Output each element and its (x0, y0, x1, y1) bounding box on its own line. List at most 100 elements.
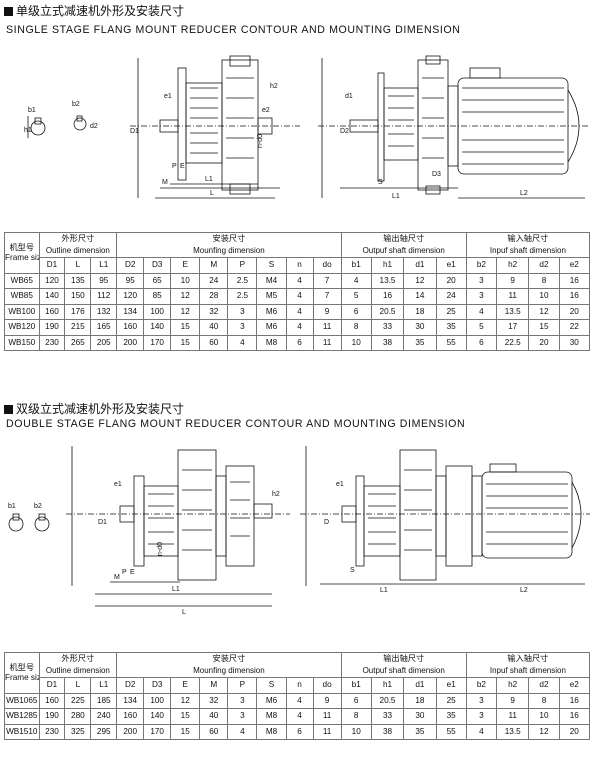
table-cell: 6 (465, 334, 498, 351)
svg-text:L1: L1 (172, 586, 180, 593)
table-cell: 9 (312, 692, 342, 709)
column-header-d1: d1 (403, 257, 437, 274)
svg-text:b1: b1 (8, 503, 16, 510)
column-header-l1: L1 (90, 257, 118, 274)
table-cell: 6 (340, 692, 372, 709)
frame-size-header-cn: 机型号 (9, 242, 35, 252)
column-header-d2: d2 (528, 257, 560, 274)
svg-text:e1: e1 (336, 481, 344, 488)
svg-text:n-d0: n-d0 (157, 542, 164, 556)
group-outline-en: Outline dimension (38, 665, 118, 678)
double-section-title: 双级立式减速机外形及安装尺寸 (4, 400, 184, 417)
table-cell: 3 (465, 708, 498, 725)
model-cell: WB85 (4, 288, 40, 305)
column-header-l: L (64, 677, 92, 694)
table-cell: 33 (370, 319, 405, 336)
svg-text:h2: h2 (270, 83, 278, 90)
table-cell: 134 (116, 692, 145, 709)
column-header-d2: D2 (116, 677, 145, 694)
table-cell: 100 (143, 303, 172, 320)
table-cell: 10 (340, 334, 372, 351)
table-cell: 32 (199, 303, 229, 320)
group-input-cn: 输入轴尺寸 (465, 652, 591, 665)
single-stage-drawing: b1 h1 b2 d2 D1 e1 M P E L1 L n-d0 h2 e2 (24, 55, 590, 200)
table-cell: 20.5 (370, 303, 405, 320)
column-header-e: E (170, 257, 201, 274)
table-cell: 5 (465, 319, 498, 336)
input-shaft-section: b2 (34, 503, 50, 532)
table-cell: 160 (38, 303, 66, 320)
column-header-d2: D2 (116, 257, 145, 274)
svg-text:L2: L2 (520, 190, 528, 197)
table-cell: 200 (116, 334, 145, 351)
table-cell: 12 (403, 272, 437, 289)
group-mounting-cn: 安装尺寸 (116, 652, 342, 665)
table-cell: 12 (528, 723, 560, 740)
single-section-subtitle: SINGLE STAGE FLANG MOUNT REDUCER CONTOUR… (6, 24, 461, 36)
table-cell: 18 (403, 692, 437, 709)
table-cell: 3 (227, 692, 258, 709)
table-cell: M8 (256, 723, 287, 740)
column-header-e: E (170, 677, 201, 694)
svg-text:L1: L1 (392, 193, 400, 200)
svg-text:n-d0: n-d0 (257, 134, 264, 148)
table-cell: 11 (312, 708, 342, 725)
column-header-b1: b1 (340, 677, 372, 694)
svg-text:d2: d2 (90, 123, 98, 130)
table-cell: 10 (528, 708, 560, 725)
output-shaft-section: b1 h1 (24, 107, 46, 138)
svg-text:L: L (182, 609, 186, 616)
table-cell: 225 (64, 692, 92, 709)
table-cell: 7 (312, 272, 342, 289)
svg-text:L1: L1 (380, 587, 388, 594)
column-header-d3: D3 (143, 677, 172, 694)
column-header-d1: d1 (403, 677, 437, 694)
table-cell: 3 (227, 319, 258, 336)
column-header-do: do (312, 257, 342, 274)
table-cell: 3 (227, 303, 258, 320)
table-cell: 8 (340, 708, 372, 725)
table-cell: 20 (558, 303, 591, 320)
column-header-l: L (64, 257, 92, 274)
table-cell: 55 (435, 334, 467, 351)
table-cell: 160 (38, 692, 66, 709)
svg-text:E: E (130, 569, 135, 576)
svg-text:M: M (114, 574, 120, 581)
table-cell: 265 (64, 334, 92, 351)
table-cell: 132 (90, 303, 118, 320)
column-header-e1: e1 (435, 677, 467, 694)
table-cell: 8 (528, 692, 560, 709)
table-cell: 5 (340, 288, 372, 305)
table-cell: 25 (435, 692, 467, 709)
svg-text:L1: L1 (205, 176, 213, 183)
double-title-text: 双级立式减速机外形及安装尺寸 (16, 402, 185, 416)
table-cell: 160 (116, 708, 145, 725)
table-cell: 150 (64, 288, 92, 305)
table-cell: 176 (64, 303, 92, 320)
single-section-title: 单级立式减速机外形及安装尺寸 (4, 2, 184, 19)
column-header-d1: D1 (38, 257, 66, 274)
group-input-en: Inpuf shaft dimension (465, 245, 591, 258)
table-cell: 10 (340, 723, 372, 740)
svg-text:P: P (172, 163, 177, 170)
square-bullet-icon (4, 7, 13, 16)
group-outline-cn: 外形尺寸 (38, 232, 118, 245)
svg-text:h2: h2 (272, 491, 280, 498)
table-cell: 13.5 (495, 723, 530, 740)
table-cell: 9 (495, 272, 530, 289)
table-cell: 38 (370, 723, 405, 740)
column-header-d3: D3 (143, 257, 172, 274)
column-header-b2: b2 (465, 257, 498, 274)
output-shaft-section: b1 (8, 503, 24, 532)
svg-text:b1: b1 (28, 107, 36, 114)
table-cell: 35 (435, 319, 467, 336)
model-cell: WB120 (4, 319, 40, 336)
table-cell: 35 (403, 334, 437, 351)
table-cell: 11 (495, 288, 530, 305)
table-cell: 6 (340, 303, 372, 320)
